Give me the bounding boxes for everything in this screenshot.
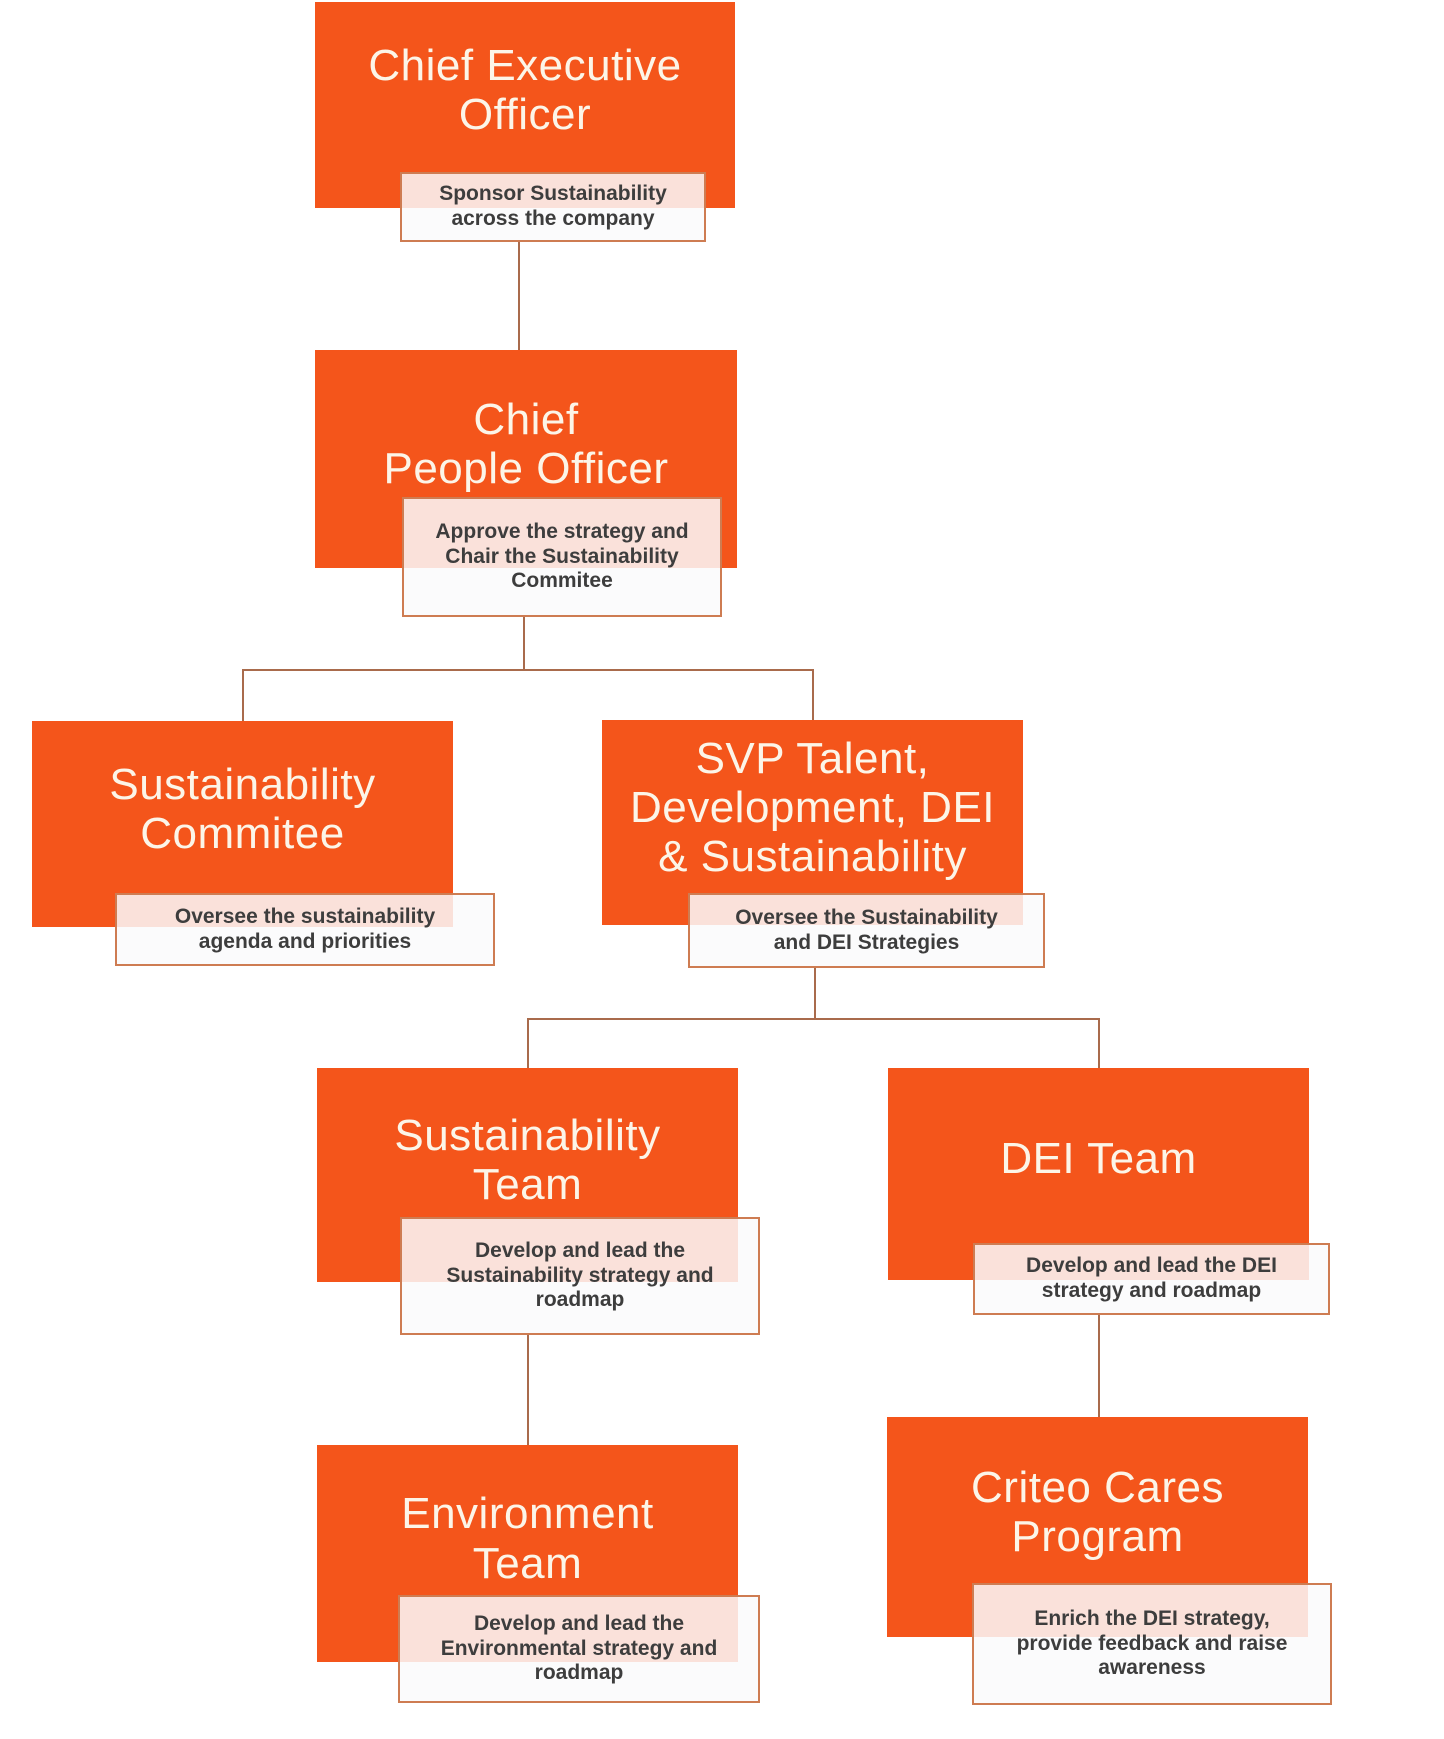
connector-cpo-stub — [523, 617, 525, 671]
org-box-environment-team-title: Environment Team — [401, 1489, 654, 1588]
org-box-svp-talent-title: SVP Talent, Development, DEI & Sustainab… — [629, 733, 996, 882]
org-note-criteo-cares: Enrich the DEI strategy, provide feedbac… — [972, 1583, 1332, 1705]
org-box-svp-talent: SVP Talent, Development, DEI & Sustainab… — [602, 720, 1023, 925]
org-note-sustainability-commitee: Oversee the sustainability agenda and pr… — [115, 893, 495, 966]
org-note-dei-team-text: Develop and lead the DEI strategy and ro… — [1026, 1254, 1277, 1302]
org-note-ceo: Sponsor Sustainability across the compan… — [400, 172, 706, 242]
connector-ceo-to-cpo — [518, 242, 520, 350]
connector-cpo-branch — [242, 669, 814, 671]
connector-svp-branch — [527, 1018, 1100, 1020]
org-box-ceo-title: Chief Executive Officer — [368, 40, 682, 139]
org-box-criteo-cares-title: Criteo Cares Program — [971, 1462, 1224, 1561]
connector-to-criteo-cares — [1098, 1315, 1100, 1419]
org-note-sustainability-commitee-text: Oversee the sustainability agenda and pr… — [174, 904, 436, 953]
org-note-sustainability-team-text: Develop and lead the Sustainability stra… — [446, 1238, 714, 1312]
connector-to-dei-team — [1098, 1018, 1100, 1070]
org-note-environment-team-text: Develop and lead the Environmental strat… — [440, 1611, 718, 1685]
org-note-environment-team: Develop and lead the Environmental strat… — [398, 1595, 760, 1703]
connector-svp-stub — [814, 968, 816, 1020]
org-note-svp-talent-text: Oversee the Sustainability and DEI Strat… — [735, 905, 998, 954]
org-note-ceo-text: Sponsor Sustainability across the compan… — [439, 182, 667, 230]
org-box-sustainability-team-title: Sustainability Team — [394, 1110, 661, 1209]
connector-to-svp — [812, 669, 814, 722]
org-note-sustainability-team: Develop and lead the Sustainability stra… — [400, 1217, 760, 1335]
org-note-criteo-cares-text: Enrich the DEI strategy, provide feedbac… — [1016, 1606, 1288, 1680]
org-note-dei-team: Develop and lead the DEI strategy and ro… — [973, 1243, 1330, 1315]
org-note-chief-people-officer: Approve the strategy and Chair the Susta… — [402, 497, 722, 617]
connector-to-commitee — [242, 669, 244, 723]
org-note-chief-people-officer-text: Approve the strategy and Chair the Susta… — [435, 519, 689, 593]
org-box-sustainability-commitee: Sustainability Commitee — [32, 721, 453, 927]
org-box-dei-team-title: DEI Team — [1000, 1134, 1197, 1184]
org-box-chief-people-officer-title: Chief People Officer — [383, 394, 669, 493]
org-note-svp-talent: Oversee the Sustainability and DEI Strat… — [688, 893, 1045, 968]
org-box-sustainability-commitee-title: Sustainability Commitee — [109, 759, 376, 858]
connector-to-environment-team — [527, 1335, 529, 1447]
connector-to-sustainability-team — [527, 1018, 529, 1070]
